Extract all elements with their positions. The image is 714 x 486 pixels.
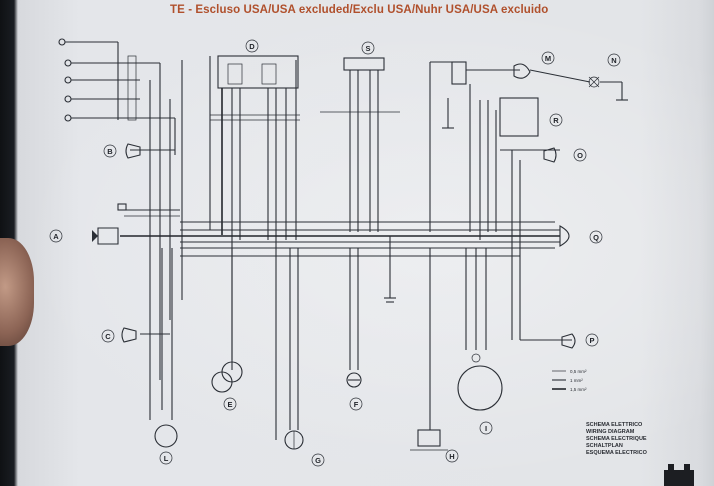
alternator-i-symbol [457,353,503,411]
label-f-text: F [354,400,359,409]
label-p: P [585,333,599,347]
label-b: B [103,144,117,158]
label-a-text: A [53,232,59,241]
label-p-text: P [589,336,594,345]
caption-2: WIRING DIAGRAM [586,429,635,435]
legend-2: 1 mm² [570,378,583,383]
title-text: TE - Escluso USA/USA excluded/Exclu USA/… [170,4,549,16]
label-r: R [549,113,563,127]
label-c: C [101,329,115,343]
thumb [0,238,34,346]
label-o: O [573,148,587,162]
caption-block: SCHEMA ELETTRICO WIRING DIAGRAM SCHEMA E… [586,422,648,456]
caption-1: SCHEMA ELETTRICO [586,422,643,428]
horn-n-symbol [588,76,600,88]
switch-f-symbol [346,372,362,388]
legend-1: 0,5 mm² [570,369,587,374]
legend-3: 1,5 mm² [570,387,587,392]
label-d: D [245,39,259,53]
handlebar-switch [58,38,183,420]
indicator-c-symbol [121,327,137,343]
corner-emblem [664,464,694,486]
diagram-title: TE - Escluso USA/USA excluded/Exclu USA/… [170,4,548,16]
regulator-r [429,61,628,240]
label-s: S [361,41,375,55]
connector-d [209,55,300,440]
caption-3: SCHEMA ELECTRIQUE [586,436,647,442]
label-g: G [311,453,325,467]
label-i-text: I [485,424,487,433]
label-f: F [349,397,363,411]
label-d-text: D [249,42,255,51]
lower-branches [130,149,487,430]
taillight-l-symbol [154,424,178,448]
label-n: N [607,53,621,67]
label-e: E [223,397,237,411]
label-n-text: N [611,56,616,65]
caption-5: ESQUEMA ELECTRICO [586,450,648,456]
label-o-text: O [577,151,583,160]
label-m: M [541,51,555,65]
label-r-text: R [553,116,559,125]
ignition-a-symbol [92,227,119,245]
wire-legend: 0,5 mm² 1 mm² 1,5 mm² [552,369,587,392]
motor-m-symbol [513,63,531,79]
ground-h-symbol [410,429,448,451]
headlight-q-symbol [559,225,570,247]
connector-s [320,57,400,232]
main-harness [117,149,572,341]
label-q: Q [589,230,603,244]
label-c-text: C [105,332,111,341]
sensor-g-symbol [284,430,304,450]
label-a: A [49,229,63,243]
caption-4: SCHALTPLAN [586,443,623,449]
indicator-p-symbol [561,333,576,349]
indicator-o-symbol [543,147,557,163]
label-q-text: Q [593,233,599,242]
label-m-text: M [545,54,551,63]
label-h: H [445,449,459,463]
indicator-b-symbol [125,143,141,159]
label-e-text: E [227,400,232,409]
label-i: I [479,421,493,435]
label-g-text: G [315,456,321,465]
label-b-text: B [107,147,113,156]
label-h-text: H [449,452,454,461]
label-l: L [159,451,173,465]
label-s-text: S [365,44,370,53]
horn-e-symbol [211,361,243,393]
label-l-text: L [164,454,169,463]
